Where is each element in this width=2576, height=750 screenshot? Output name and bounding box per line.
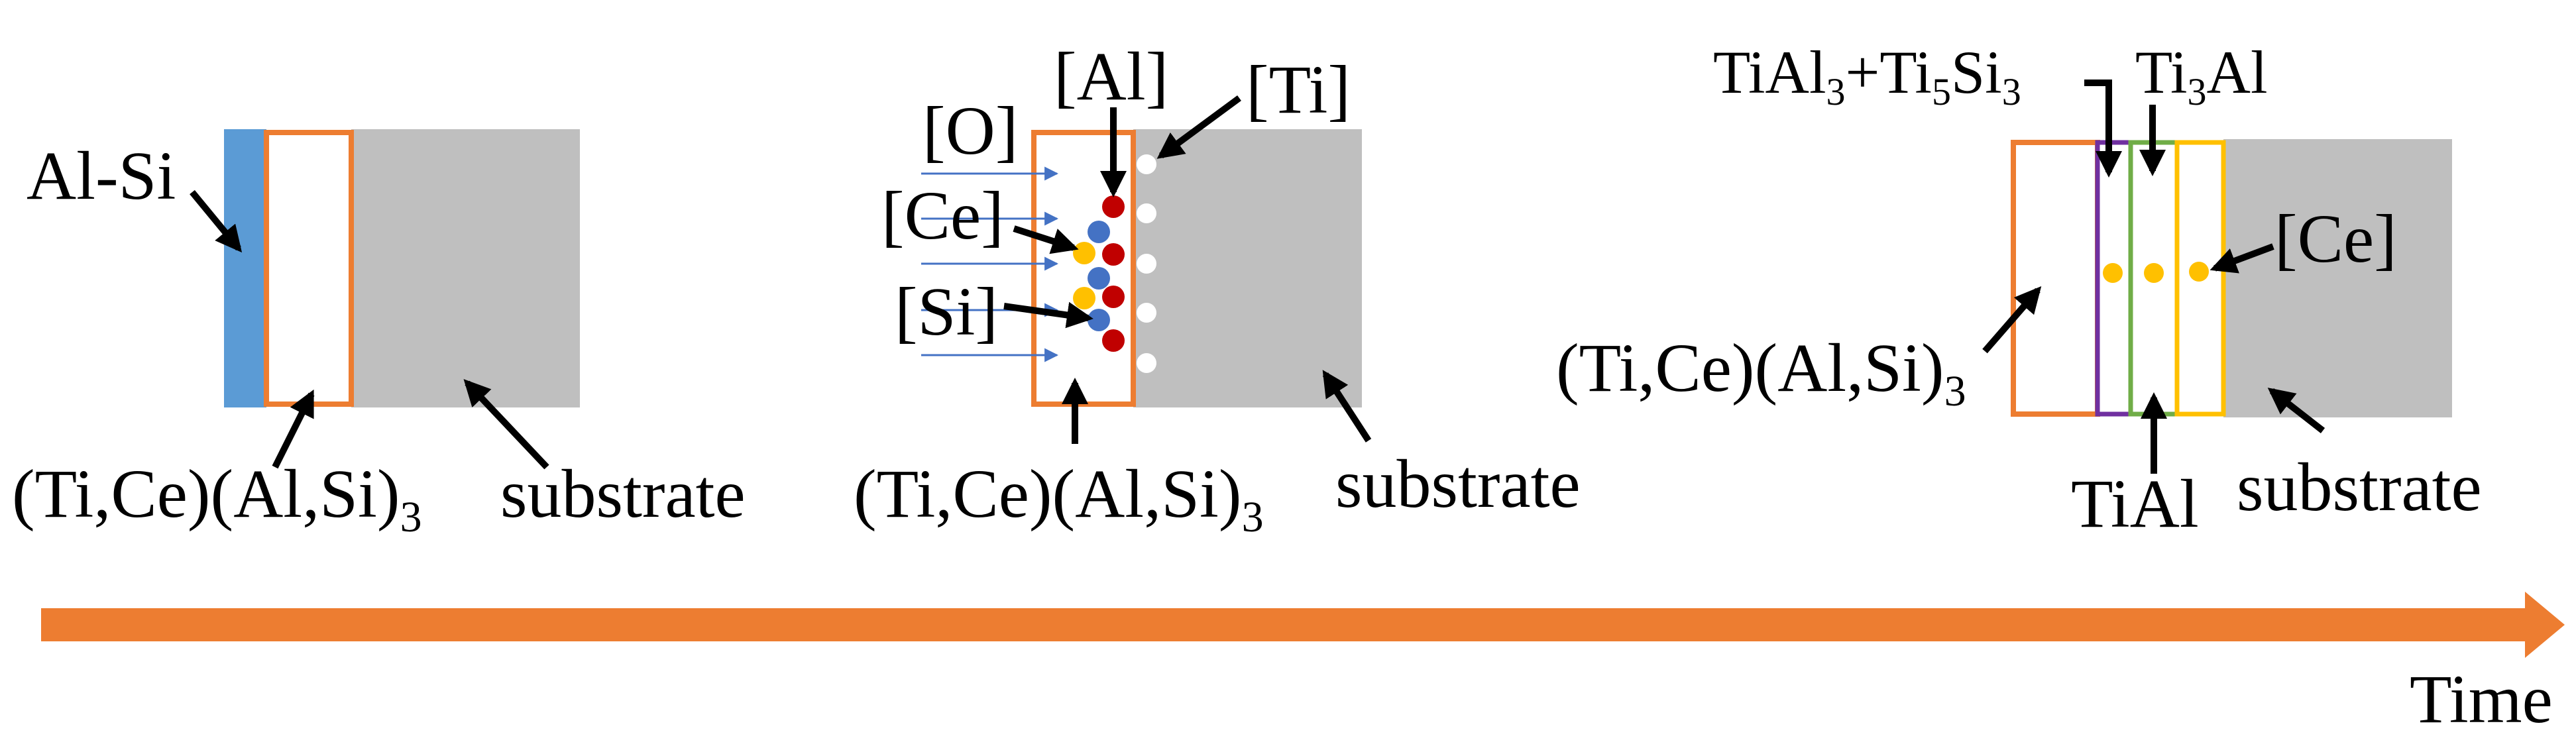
o-label: [O] (923, 93, 1018, 169)
si-label: [Si] (895, 274, 998, 350)
substrate-label: substrate (2237, 449, 2482, 525)
si-atom (1088, 309, 1110, 331)
substrate-pointer (463, 379, 549, 470)
al-atom (1102, 329, 1125, 352)
ce-atom (2103, 263, 2123, 283)
alsi-pointer (190, 189, 243, 253)
ti-atom (1137, 203, 1156, 223)
si-atom (1088, 221, 1110, 243)
substrate-block (1133, 129, 1362, 407)
tial3-ti5si3-pointer (2084, 80, 2122, 178)
ti-atom (1137, 154, 1156, 174)
ti-label: [Ti] (1246, 52, 1351, 128)
si-pointer (1003, 301, 1093, 329)
ti3al-label: Ti3Al (2135, 38, 2268, 113)
substrate-label: substrate (1335, 446, 1581, 522)
al-atom (1102, 243, 1125, 266)
stage-3: TiAl3+Ti5Si3 Ti3Al [Ce] (Ti,Ce)(Al,Si)3 … (1556, 38, 2482, 542)
alsi-label: Al-Si (27, 138, 176, 214)
substrate-pointer (2267, 388, 2325, 433)
ce-atom (1073, 287, 1095, 309)
al-atom (1102, 286, 1125, 308)
ti-atom (1137, 254, 1156, 274)
coating-label: (Ti,Ce)(Al,Si)3 (854, 456, 1264, 541)
ti-atom (1137, 303, 1156, 323)
ce-pointer (2210, 243, 2274, 274)
ce-atom (2144, 263, 2164, 283)
coating-pointer (1982, 286, 2042, 354)
time-arrow-head (2525, 592, 2565, 658)
stage-2: [O] [Al] [Ti] [Ce] [Si] (Ti,Ce)(Al,Si)3 … (854, 38, 1581, 541)
alsi-layer (224, 129, 266, 407)
stage-1: Al-Si (Ti,Ce)(Al,Si)3 substrate (12, 129, 746, 541)
ce-atom (2189, 262, 2209, 282)
ce-label: [Ce] (2274, 201, 2397, 277)
coating-pointer (272, 389, 315, 469)
coating-label: (Ti,Ce)(Al,Si)3 (1556, 330, 1966, 415)
al-atom (1102, 195, 1125, 218)
ce-atom (1073, 242, 1095, 264)
time-label: Time (2410, 661, 2553, 737)
al-label: [Al] (1054, 38, 1168, 115)
coating-label: (Ti,Ce)(Al,Si)3 (12, 456, 422, 541)
time-axis: Time (41, 592, 2565, 737)
ti-pointer (1156, 95, 1241, 159)
si-atom (1088, 267, 1110, 290)
substrate-block (2223, 139, 2452, 417)
tial-label: TiAl (2071, 466, 2199, 542)
ce-label: [Ce] (881, 178, 1004, 254)
ce-pointer (1013, 225, 1079, 254)
time-arrow-shaft (41, 608, 2528, 641)
substrate-label: substrate (500, 456, 746, 532)
substrate-pointer (1322, 370, 1372, 443)
coating-layer (2011, 140, 2100, 417)
ti-atom (1137, 353, 1156, 373)
coating-layer (264, 130, 354, 407)
tial3-ti5si3-label: TiAl3+Ti5Si3 (1713, 38, 2021, 113)
substrate-block (351, 129, 580, 407)
